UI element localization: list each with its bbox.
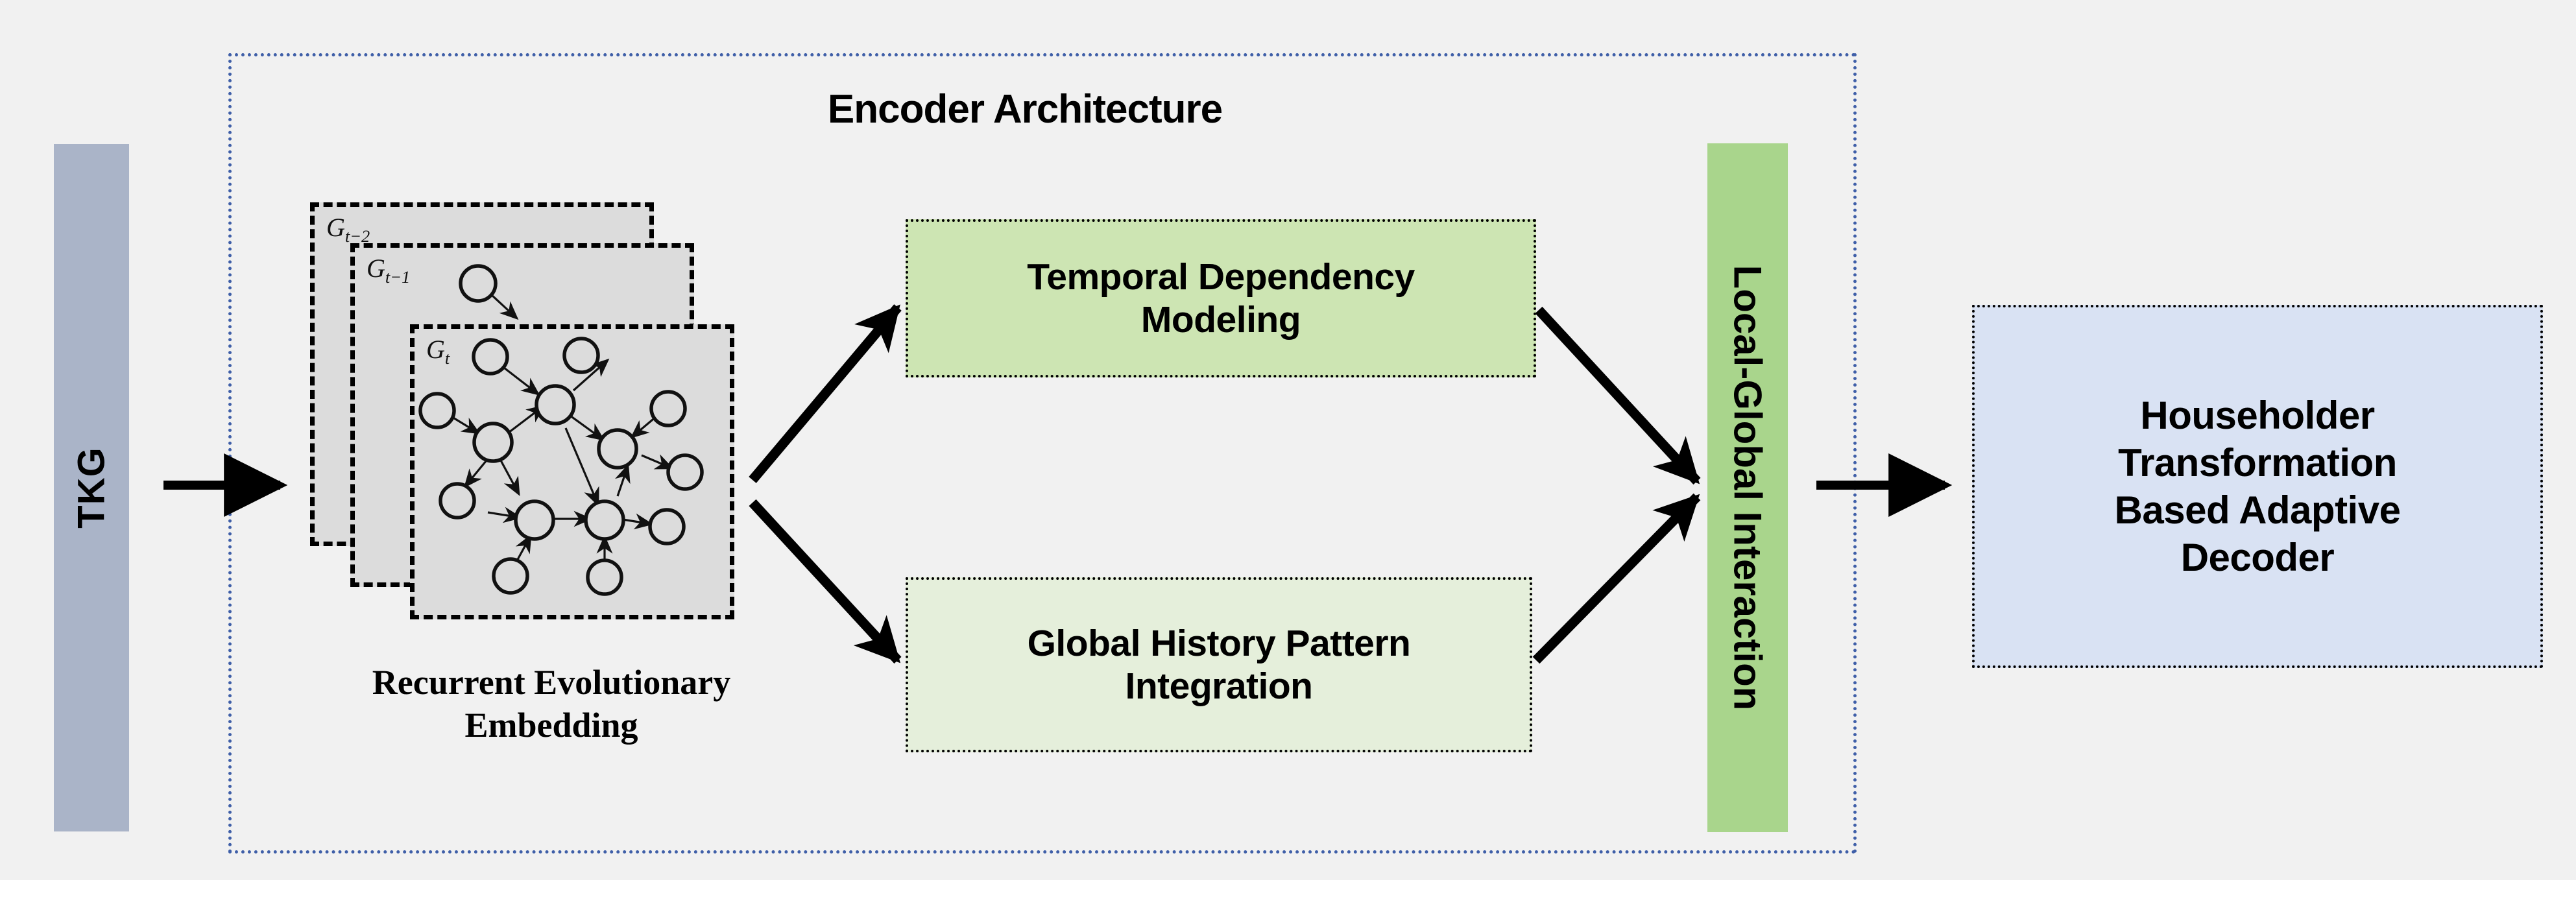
graph-snapshot-label-t-minus-2: Gt−2 — [326, 213, 370, 246]
page-footer-margin — [0, 880, 2576, 908]
temporal-line-2: Modeling — [1140, 299, 1301, 340]
tkg-label: TKG — [70, 447, 113, 529]
local-global-interaction-block[interactable]: Local-Global Interaction — [1707, 143, 1788, 832]
local-global-interaction-label: Local-Global Interaction — [1726, 265, 1770, 711]
knowledge-graph-nodes — [418, 337, 704, 596]
caption-line-2: Embedding — [464, 705, 638, 745]
tkg-input-block[interactable]: TKG — [54, 144, 129, 831]
encoder-architecture-title: Encoder Architecture — [827, 87, 1223, 132]
recurrent-evolutionary-embedding-caption: Recurrent Evolutionary Embedding — [285, 662, 817, 747]
decoder-line-3: Based Adaptive — [2114, 488, 2401, 532]
decoder-line-1: Householder — [2140, 393, 2375, 437]
graph-snapshot-t-minus-1-node — [459, 264, 519, 320]
temporal-dependency-modeling-box[interactable]: Temporal Dependency Modeling — [906, 219, 1536, 377]
decoder-line-2: Transformation — [2118, 440, 2397, 484]
householder-decoder-box[interactable]: Householder Transformation Based Adaptiv… — [1972, 305, 2543, 668]
graph-snapshot-label-t-minus-1: Gt−1 — [367, 254, 411, 287]
global-line-2: Integration — [1125, 665, 1313, 707]
temporal-line-1: Temporal Dependency — [1027, 256, 1415, 298]
global-line-1: Global History Pattern — [1027, 622, 1411, 664]
decoder-line-4: Decoder — [2180, 536, 2335, 580]
global-history-pattern-integration-box[interactable]: Global History Pattern Integration — [906, 577, 1532, 752]
graph-snapshot-label-t: Gt — [426, 335, 450, 368]
caption-line-1: Recurrent Evolutionary — [372, 663, 731, 702]
